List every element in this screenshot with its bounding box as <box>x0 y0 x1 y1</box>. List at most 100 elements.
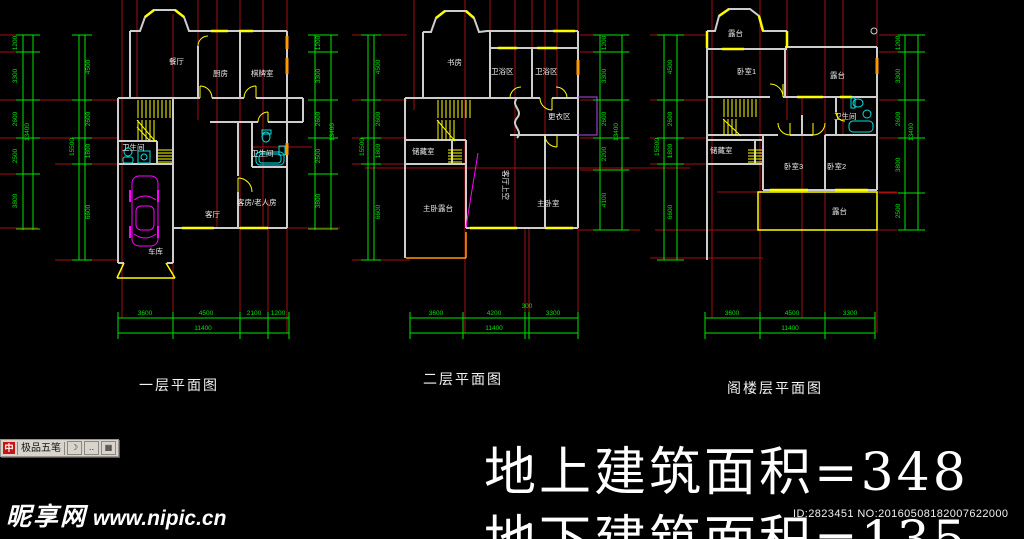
dim-label: 1200 <box>895 35 902 50</box>
windows <box>144 7 868 230</box>
room-label: 更衣区 <box>548 111 571 121</box>
ime-name-label[interactable]: 极品五笔 <box>17 441 65 455</box>
dim-label: 6600 <box>667 204 674 219</box>
dim-label: 1200 <box>271 310 286 317</box>
dim-label: 3300 <box>843 310 858 317</box>
room-label: 露台 <box>830 70 845 80</box>
room-label: 棋牌室 <box>251 68 274 78</box>
plan2-title: 二层平面图 <box>423 371 503 387</box>
dim-total-label: 11400 <box>194 325 212 332</box>
room-label: 储藏室 <box>412 146 435 156</box>
room-label: 卫生间 <box>834 111 857 121</box>
dim-total-label: 13400 <box>613 123 620 141</box>
room-label: 卫生间 <box>251 148 274 158</box>
dim-label: 3800 <box>12 193 19 208</box>
ime-toolbar[interactable]: 中 极品五笔 ☽ ‥ ▦ <box>0 439 119 457</box>
car-icon <box>129 175 159 247</box>
room-label: 书房 <box>447 57 462 67</box>
dim-total-label: 11400 <box>781 325 799 332</box>
dim-label: 1200 <box>601 35 608 50</box>
balcony-break-line <box>578 96 598 136</box>
dim-label: 2600 <box>375 111 382 126</box>
dim-label: 3300 <box>12 68 19 83</box>
dim-label: 3800 <box>895 157 902 172</box>
room-label: 餐厅 <box>169 57 184 66</box>
dim-label: 1800 <box>85 143 92 158</box>
area-below-ground-text: 地下建筑面积=135 <box>484 498 969 539</box>
dim-label: 3300 <box>601 68 608 83</box>
stock-id-stamp: ID:2823451 NO:20160508182007622000 <box>793 508 1009 520</box>
dim-label: 4200 <box>487 310 502 317</box>
dim-label: 6600 <box>85 204 92 219</box>
dim-label: 3600 <box>138 310 153 317</box>
dim-total-label: 11400 <box>485 325 503 332</box>
dim-label: 3800 <box>315 193 322 208</box>
dim-total-label: 15500 <box>359 138 366 156</box>
ime-logo-icon[interactable]: 中 <box>3 442 15 454</box>
room-label: 露台 <box>832 206 847 216</box>
dim-label: 4500 <box>85 59 92 74</box>
dim-total-label: 13400 <box>908 123 915 141</box>
dim-label: 1200 <box>315 35 322 50</box>
dim-label: 3300 <box>546 310 561 317</box>
room-label: 卧室1 <box>737 66 756 76</box>
dim-label: 2600 <box>12 111 19 126</box>
dim-label: 2200 <box>601 146 608 161</box>
dim-label: 2600 <box>667 111 674 126</box>
stair-rail-line <box>465 152 479 228</box>
room-label: 厨房 <box>213 68 228 78</box>
room-label: 卫生间 <box>122 142 145 152</box>
window-fills <box>285 36 879 259</box>
attic-terrace-outline <box>757 191 878 231</box>
dim-total-label: 15500 <box>654 138 661 156</box>
dim-label: 2600 <box>601 111 608 126</box>
dim-total-label: 15500 <box>69 138 76 156</box>
ime-softkeyboard-icon[interactable]: ▦ <box>101 441 116 455</box>
dim-total-label: 13400 <box>329 123 336 141</box>
dim-label: 2600 <box>315 111 322 126</box>
dim-label: 3600 <box>429 310 444 317</box>
room-label: 主卧室 <box>537 198 560 208</box>
dim-label: 3300 <box>895 68 902 83</box>
dim-label: 1200 <box>12 35 19 50</box>
walls <box>117 8 878 264</box>
plan3-dimensions: 4500 2600 1800 6600 15500 1200 3300 2600… <box>654 35 915 332</box>
dim-label: 4500 <box>667 59 674 74</box>
dim-label: 3600 <box>725 310 740 317</box>
room-label: 卧室3 <box>784 161 803 171</box>
room-label: 客厅 <box>205 209 220 219</box>
dim-label: 2600 <box>85 111 92 126</box>
room-labels: 餐厅 厨房 棋牌室 卫生间 卫生间 客厅 客房/老人房 车库 书房 卫浴区 卫浴… <box>122 28 857 256</box>
dim-label: 1800 <box>667 143 674 158</box>
dim-label: 2500 <box>12 148 19 163</box>
plan1-dimensions: 1200 3300 2600 2500 3800 13400 4500 2600… <box>12 35 336 332</box>
dim-label: 4500 <box>785 310 800 317</box>
plan3-title: 阁楼层平面图 <box>727 380 823 396</box>
watermark-url: www.nipic.cn <box>93 507 227 530</box>
dim-label: 2500 <box>315 148 322 163</box>
plan1-title: 一层平面图 <box>139 377 219 393</box>
doors <box>116 35 846 279</box>
dim-label: 6600 <box>375 204 382 219</box>
stairs <box>136 99 762 163</box>
room-label: 露台 <box>728 28 743 38</box>
dim-label: 300 <box>522 303 533 310</box>
room-label: 客房/老人房 <box>237 197 277 207</box>
dim-label: 1800 <box>375 143 382 158</box>
dim-label: 2100 <box>247 310 262 317</box>
area-above-ground-text: 地上建筑面积=348 <box>484 443 969 503</box>
dim-total-label: 13400 <box>24 123 31 141</box>
room-label: 车库 <box>148 246 163 256</box>
room-label: 卫浴区 <box>491 66 514 76</box>
room-label: 主卧露台 <box>423 203 453 213</box>
dim-label: 2500 <box>895 203 902 218</box>
dim-label: 2600 <box>895 111 902 126</box>
ime-fullhalf-moon-icon[interactable]: ☽ <box>67 441 82 455</box>
dim-label: 4500 <box>375 59 382 74</box>
ime-punctuation-icon[interactable]: ‥ <box>84 441 99 455</box>
watermark-site-name: 昵享网 <box>6 503 88 531</box>
plan2-dimensions: 4500 2600 1800 6600 15500 1200 3300 2600… <box>359 35 620 332</box>
